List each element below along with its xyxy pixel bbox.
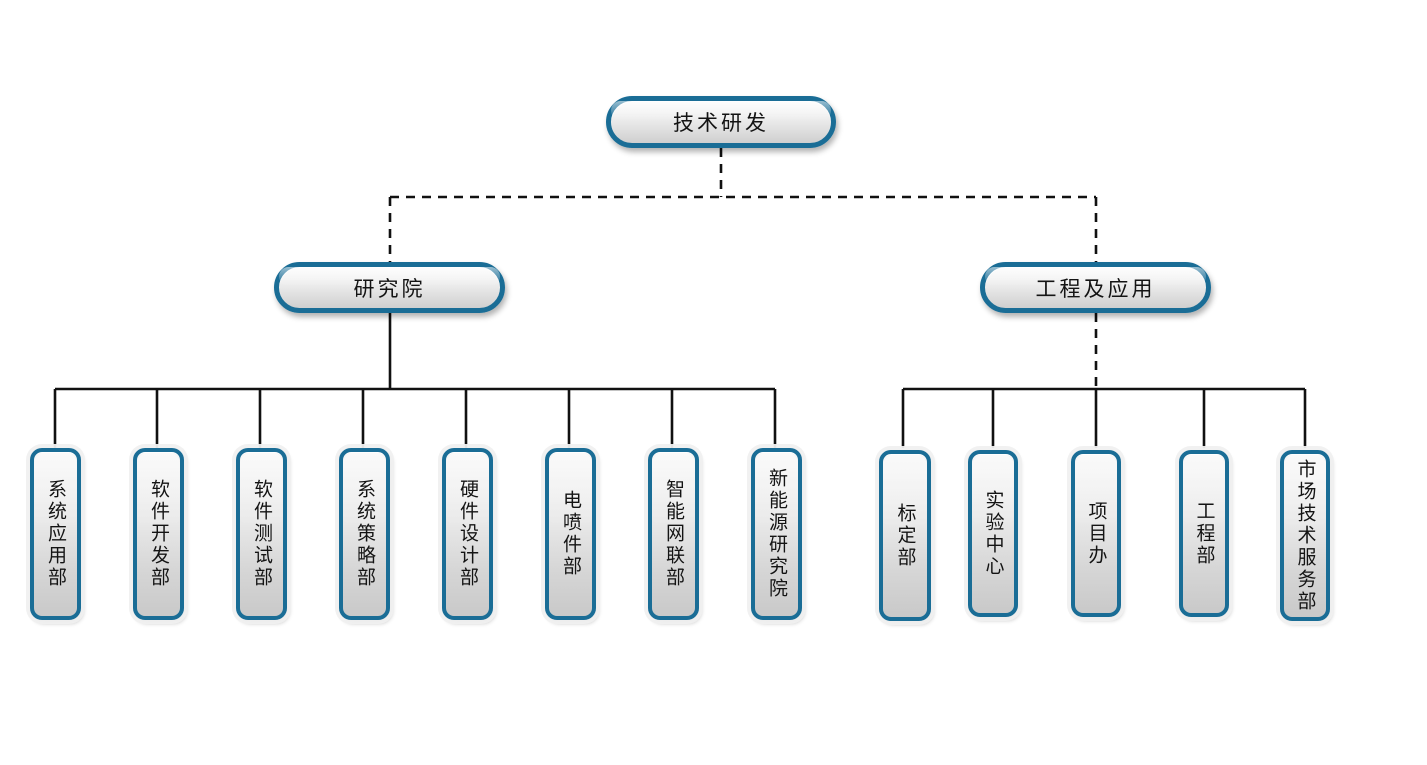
- node-engineering[interactable]: 工程及应用: [980, 262, 1211, 313]
- node-engineering-child-0-label: 标定部: [894, 502, 916, 569]
- node-research[interactable]: 研究院: [274, 262, 505, 313]
- node-research-child-2[interactable]: 软件测试部: [236, 448, 287, 620]
- node-research-child-3-label: 系统策略部: [354, 479, 375, 589]
- node-engineering-child-0[interactable]: 标定部: [879, 450, 931, 621]
- node-engineering-label: 工程及应用: [1035, 277, 1156, 301]
- node-research-child-0-label: 系统应用部: [45, 479, 66, 589]
- node-research-label: 研究院: [353, 277, 426, 301]
- node-research-child-5-label: 电喷件部: [560, 490, 581, 578]
- node-engineering-child-1[interactable]: 实验中心: [968, 450, 1018, 617]
- node-research-child-6-label: 智能网联部: [663, 479, 684, 589]
- node-research-child-4-label: 硬件设计部: [457, 479, 478, 589]
- node-engineering-child-2[interactable]: 项目办: [1071, 450, 1121, 617]
- node-engineering-child-2-label: 项目办: [1085, 500, 1107, 567]
- node-research-child-7[interactable]: 新能源研究院: [751, 448, 802, 620]
- node-root-label: 技术研发: [673, 112, 769, 135]
- node-research-child-2-label: 软件测试部: [251, 479, 272, 589]
- node-research-child-4[interactable]: 硬件设计部: [442, 448, 493, 620]
- node-engineering-child-3[interactable]: 工程部: [1179, 450, 1229, 617]
- node-research-child-6[interactable]: 智能网联部: [648, 448, 699, 620]
- node-engineering-child-1-label: 实验中心: [982, 489, 1004, 578]
- node-research-child-1-label: 软件开发部: [148, 479, 169, 589]
- node-research-child-5[interactable]: 电喷件部: [545, 448, 596, 620]
- node-research-child-1[interactable]: 软件开发部: [133, 448, 184, 620]
- node-root[interactable]: 技术研发: [606, 96, 836, 148]
- node-engineering-child-4[interactable]: 市场技术服务部: [1280, 450, 1330, 621]
- node-engineering-child-3-label: 工程部: [1193, 500, 1215, 567]
- node-research-child-3[interactable]: 系统策略部: [339, 448, 390, 620]
- node-engineering-child-4-label: 市场技术服务部: [1294, 458, 1316, 613]
- node-research-child-0[interactable]: 系统应用部: [30, 448, 81, 620]
- node-research-child-7-label: 新能源研究院: [766, 468, 787, 600]
